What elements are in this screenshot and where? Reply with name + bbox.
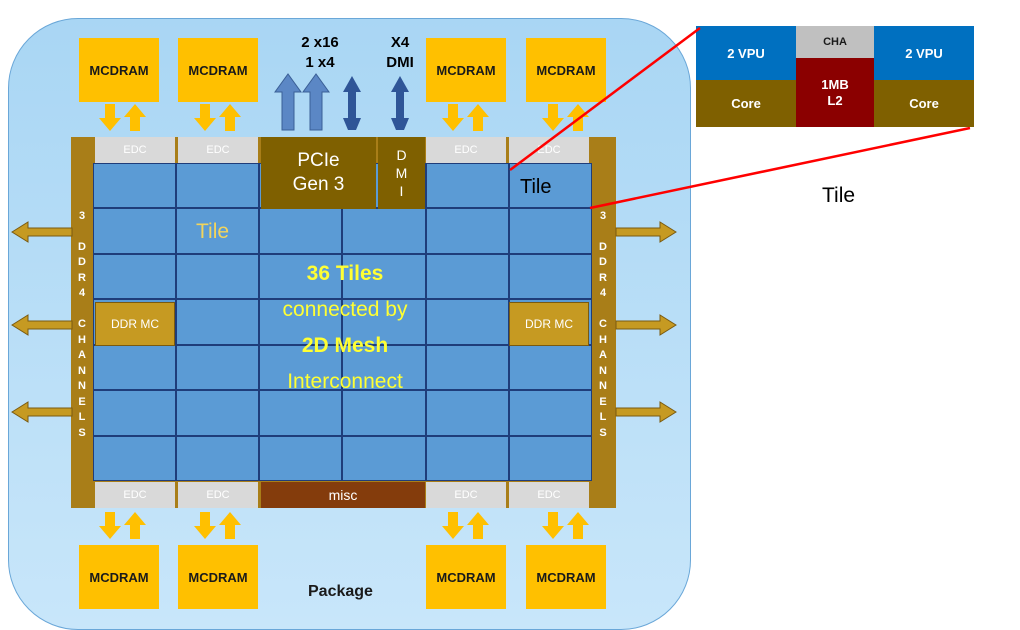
dmi-letter-3: I xyxy=(399,183,404,199)
edc-bottom-4: EDC xyxy=(509,482,589,508)
tile xyxy=(342,253,426,300)
edc-top-1: EDC xyxy=(95,137,175,163)
io-arrows xyxy=(274,73,409,131)
tile xyxy=(508,163,592,209)
tile xyxy=(508,208,592,254)
core-left: Core xyxy=(696,80,796,127)
vpu-right: 2 VPU xyxy=(874,26,974,80)
mcdram-bottom-3: MCDRAM xyxy=(426,545,506,609)
package-label: Package xyxy=(308,583,373,600)
tile xyxy=(93,208,177,254)
tile xyxy=(176,299,260,345)
tile xyxy=(425,253,509,300)
cha-block: CHA xyxy=(796,26,874,58)
tile-detail: 2 VPU Core CHA 1MB L2 2 VPU Core xyxy=(696,26,974,127)
tile-label-mesh: Tile xyxy=(196,220,230,243)
tile xyxy=(176,344,260,391)
io-label-pcie-line1: 2 x16 xyxy=(301,33,339,51)
tile xyxy=(508,435,592,481)
tile xyxy=(508,253,592,300)
tile xyxy=(425,344,509,391)
tile xyxy=(259,299,343,345)
tile xyxy=(176,253,260,300)
tile xyxy=(176,390,260,436)
mcdram-bottom-1: MCDRAM xyxy=(79,545,159,609)
edc-top-2: EDC xyxy=(178,137,258,163)
tile-label-highlight: Tile xyxy=(520,176,552,198)
dmi-block: D M I xyxy=(378,137,425,209)
mcdram-top-3: MCDRAM xyxy=(426,38,506,102)
center-text-line2: connected by xyxy=(282,298,408,321)
pcie-block: PCIe Gen 3 xyxy=(261,137,376,209)
tile xyxy=(93,435,177,481)
center-text-line1: 36 Tiles xyxy=(306,262,384,285)
io-label-dmi-line2: DMI xyxy=(386,53,414,71)
tile xyxy=(425,163,509,209)
misc-block: misc xyxy=(261,482,425,508)
l2-block: 1MB L2 xyxy=(796,58,874,127)
edc-bottom-2: EDC xyxy=(178,482,258,508)
dmi-letter-1: D xyxy=(396,147,407,163)
tile xyxy=(425,208,509,254)
center-text-line4: Interconnect xyxy=(287,370,403,393)
tile xyxy=(342,299,426,345)
dmi-letter-2: M xyxy=(395,165,408,181)
tile xyxy=(425,390,509,436)
tile xyxy=(342,435,426,481)
tile xyxy=(508,344,592,391)
pcie-line2: Gen 3 xyxy=(292,174,345,195)
pcie-line1: PCIe xyxy=(297,150,340,171)
tile xyxy=(259,208,343,254)
mcdram-bottom-4: MCDRAM xyxy=(526,545,606,609)
tile xyxy=(425,435,509,481)
io-label-pcie-line2: 1 x4 xyxy=(305,53,335,71)
tile xyxy=(93,253,177,300)
io-label-dmi-line1: X4 xyxy=(390,33,410,51)
tile xyxy=(176,208,260,254)
tile xyxy=(93,390,177,436)
ddr-channels-right: 3 D D R 4 C H A N N E L S xyxy=(599,209,607,439)
mcdram-top-2: MCDRAM xyxy=(178,38,258,102)
tile xyxy=(176,435,260,481)
tile xyxy=(176,163,260,209)
center-text-line3: 2D Mesh xyxy=(301,334,389,357)
ddr-mc-right: DDR MC xyxy=(509,302,589,346)
tile xyxy=(93,344,177,391)
tile xyxy=(342,390,426,436)
tile xyxy=(259,390,343,436)
tile xyxy=(508,390,592,436)
tile xyxy=(342,344,426,391)
core-right: Core xyxy=(874,80,974,127)
tile xyxy=(425,299,509,345)
mcdram-bottom-2: MCDRAM xyxy=(178,545,258,609)
edc-top-3: EDC xyxy=(426,137,506,163)
tile-detail-caption: Tile xyxy=(822,184,856,207)
ddr-channels-left: 3 D D R 4 C H A N N E L S xyxy=(78,209,86,439)
tile xyxy=(259,435,343,481)
tile xyxy=(259,253,343,300)
edc-bottom-1: EDC xyxy=(95,482,175,508)
mcdram-top-1: MCDRAM xyxy=(79,38,159,102)
vpu-left: 2 VPU xyxy=(696,26,796,80)
edc-bottom-3: EDC xyxy=(426,482,506,508)
tile xyxy=(259,344,343,391)
mcdram-top-4: MCDRAM xyxy=(526,38,606,102)
ddr-mc-left: DDR MC xyxy=(95,302,175,346)
tile xyxy=(93,163,177,209)
